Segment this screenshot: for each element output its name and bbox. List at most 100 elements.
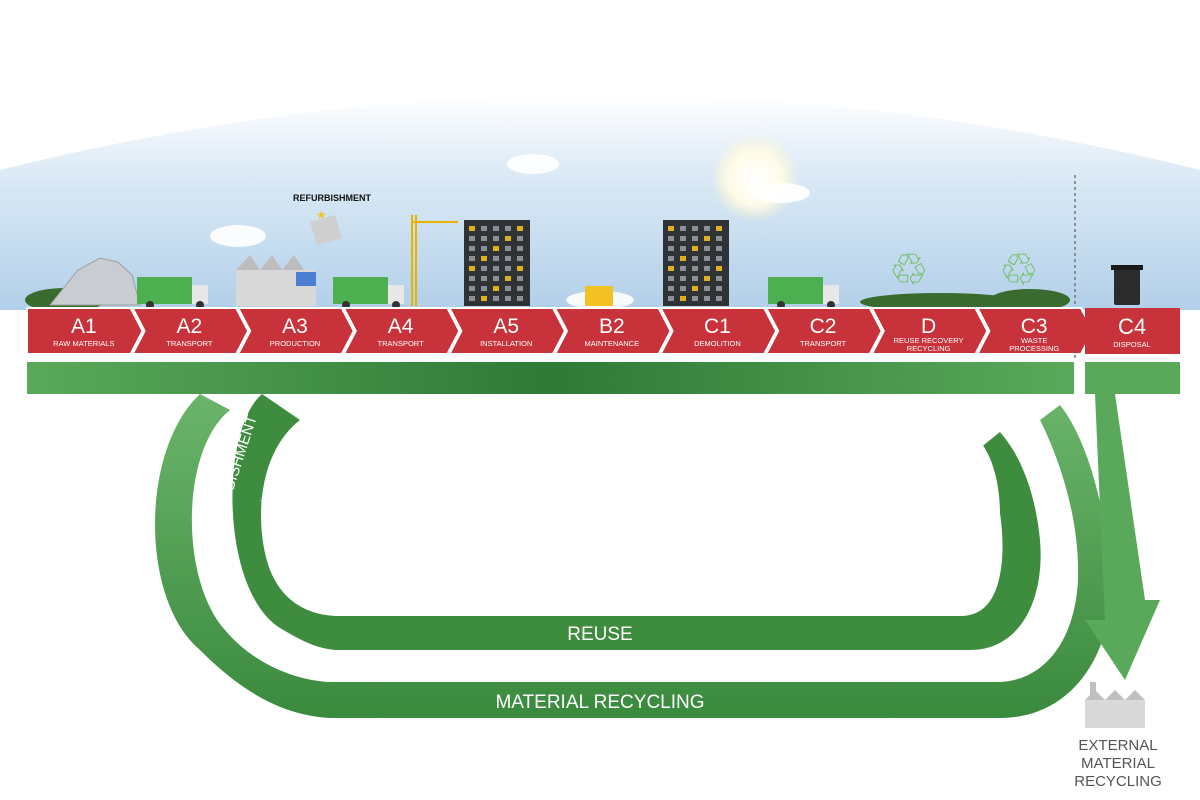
building-window [481,266,487,271]
external-label-line2: MATERIAL [1081,755,1155,772]
building-window [481,296,487,301]
delivery-truck-icon [333,277,404,309]
building-window [668,296,674,301]
recycle-icon: ♲ [999,245,1038,296]
refurbishment-panel-icon: ★ [310,208,342,245]
stage-name: INSTALLATION [480,339,532,348]
building-window [493,276,499,281]
stage-code: A2 [177,315,203,338]
building-window [692,256,698,261]
stage-chevron [870,307,989,355]
building-window [668,266,674,271]
building-window [668,286,674,291]
stage-chevron [26,307,144,355]
stage-code: D [921,315,936,338]
building-window [493,256,499,261]
stage-code: A4 [388,315,414,338]
building-window [692,226,698,231]
building-window [517,236,523,241]
reuse-loop [232,394,1041,650]
building-window [493,226,499,231]
factory-building-icon [236,255,316,306]
building-window [692,276,698,281]
building-window [481,236,487,241]
stage-code: C3 [1021,315,1048,338]
building-window [716,256,722,261]
stage-code: C2 [810,315,837,338]
stage-name: RAW MATERIALS [53,339,114,348]
svg-text:★: ★ [316,208,327,222]
refurbishment-top-label: REFURBISHMENT [293,193,372,203]
building-window [493,296,499,301]
building-window [517,266,523,271]
building-window [692,286,698,291]
stage-name-line2: RECYCLING [907,344,951,353]
building-window [505,266,511,271]
building-window [704,276,710,281]
sun-icon [711,134,799,222]
building-window [517,296,523,301]
building-window [493,246,499,251]
building-window [505,286,511,291]
cloud-icon [210,154,810,247]
stage-code: A3 [282,315,308,338]
building-window [493,266,499,271]
building-window [517,276,523,281]
building-window [469,256,475,261]
building-window [469,246,475,251]
building-window [716,236,722,241]
building-window [517,226,523,231]
building-window [716,246,722,251]
building-window [716,286,722,291]
stage-code: B2 [599,315,625,338]
building-window [481,256,487,261]
building-window [680,236,686,241]
building-window [668,256,674,261]
building-window [668,246,674,251]
external-arrow-icon [1085,394,1160,680]
building-window [481,276,487,281]
stage-c4-name: DISPOSAL [1113,340,1151,349]
building-window [692,296,698,301]
stage-code: A1 [71,315,97,338]
stage-chevron [130,307,250,355]
stage-name: WASTE [1021,336,1047,345]
stage-code: C1 [704,315,731,338]
building-window [469,226,475,231]
building-window [716,276,722,281]
stage-name: TRANSPORT [800,339,847,348]
stage-code: A5 [493,315,519,338]
stage-name: PRODUCTION [270,339,320,348]
building-window [517,286,523,291]
building-window [704,226,710,231]
sky-background [0,95,1200,310]
building-window [505,236,511,241]
building-window [680,296,686,301]
stage-name-line2: PROCESSING [1009,344,1059,353]
loop-center [275,420,1000,600]
stage-chevron [975,307,1095,355]
shrubs [25,288,1070,312]
external-label-line1: EXTERNAL [1078,737,1157,754]
stage-name: REUSE RECOVERY [894,336,964,345]
loop-bar [27,362,1074,394]
stage-chevron [342,307,461,355]
building-window [704,236,710,241]
demolished-building-icon [663,220,729,306]
building-window [668,236,674,241]
building-window [481,286,487,291]
external-factory-icon [1085,682,1145,728]
building-window [680,276,686,281]
building-window [505,246,511,251]
building-window [680,226,686,231]
stage-name: DEMOLITION [694,339,741,348]
